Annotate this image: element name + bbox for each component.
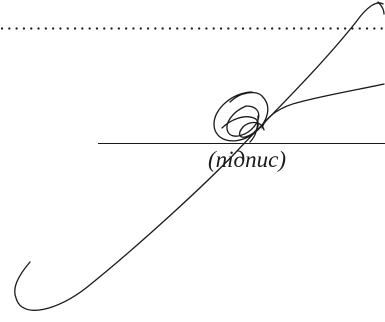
signature-line (98, 143, 385, 144)
signature-tip (377, 1, 385, 15)
signature-tail (261, 83, 385, 129)
signature-long-stroke (14, 2, 384, 311)
signature-hook (249, 115, 259, 143)
signature-squiggle (221, 116, 265, 138)
signature-loop-outer (213, 91, 269, 142)
